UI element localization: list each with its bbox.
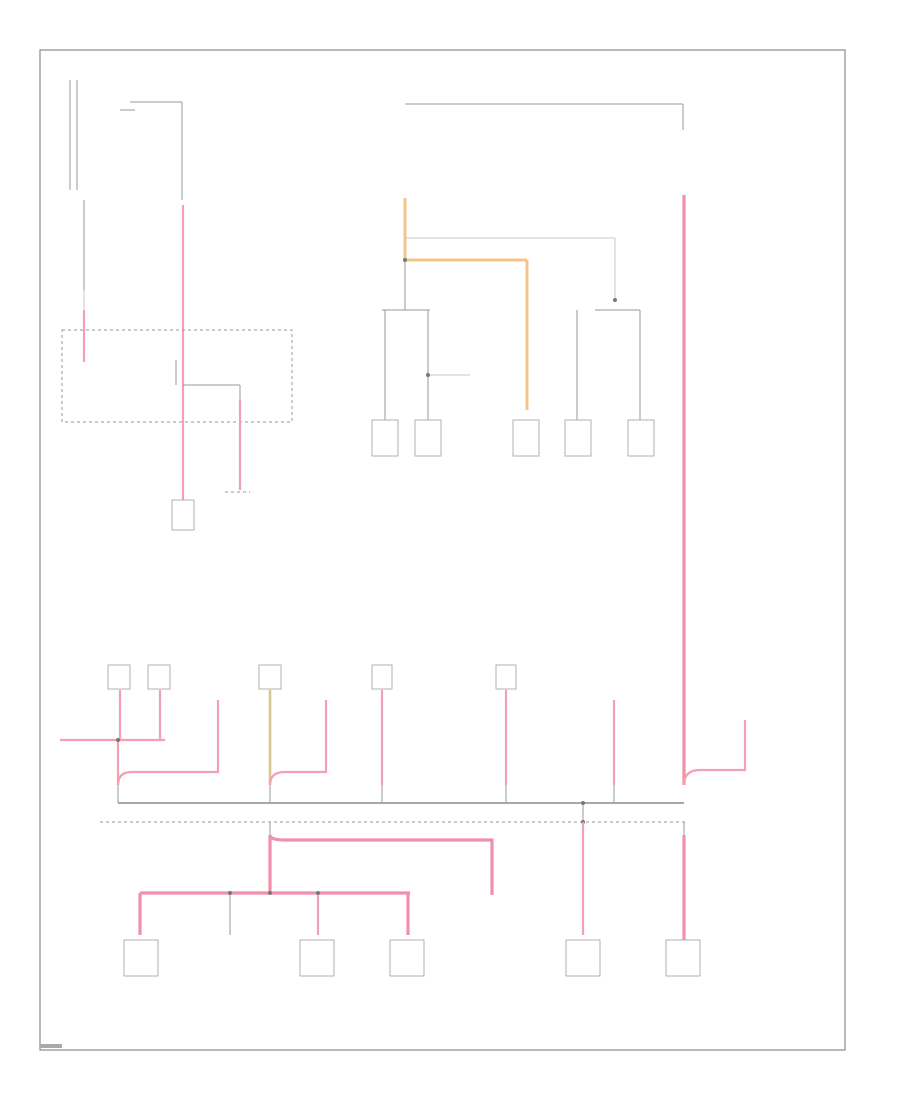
lamp-center-3 (512, 419, 540, 457)
relay-module-box (61, 329, 293, 423)
switch-box-4 (371, 664, 393, 690)
lamp-center-2 (414, 419, 442, 457)
lamp-center-1 (371, 419, 399, 457)
right-main-feed (682, 104, 747, 786)
switch-box-3 (258, 664, 282, 690)
bottom-circuit (123, 801, 701, 977)
component-bottom-3 (389, 939, 425, 977)
middle-circuit (60, 664, 685, 823)
component-bottom-4 (565, 939, 601, 977)
component-bottom-1 (123, 939, 159, 977)
switch-box-5 (495, 664, 517, 690)
diagram-code-mark (40, 1044, 62, 1048)
component-bottom-5 (665, 939, 701, 977)
lamp-left-1 (171, 499, 195, 531)
top-left-circuit (61, 80, 293, 531)
top-center-circuit (371, 103, 683, 457)
switch-box-2 (147, 664, 171, 690)
lamp-center-5 (627, 419, 655, 457)
component-bottom-2 (299, 939, 335, 977)
switch-box-1 (107, 664, 131, 690)
lamp-center-4 (564, 419, 592, 457)
diagram-frame (39, 49, 846, 1051)
